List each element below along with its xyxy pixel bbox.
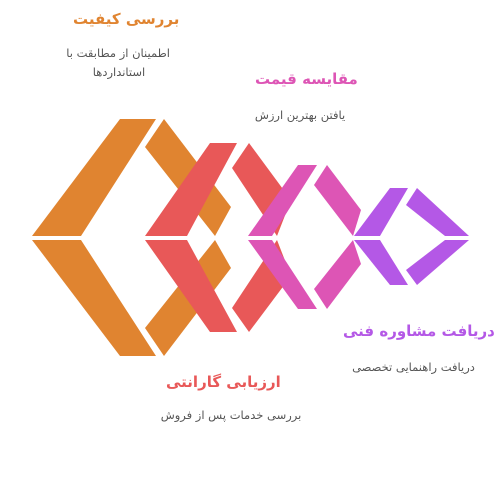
step-warranty-title: ارزیابی گارانتی — [166, 373, 281, 391]
shape-purple-arm-tr — [406, 188, 469, 236]
step-consult-desc: دریافت راهنمایی تخصصی — [346, 358, 481, 377]
step-quality-desc-line: اطمینان از مطابقت با — [66, 46, 170, 60]
shape-orange-arm-bl — [32, 240, 156, 356]
shape-purple — [354, 188, 469, 285]
shape-pink-arm-br — [314, 240, 361, 309]
shape-red-arm-tl — [145, 143, 237, 236]
step-quality-desc-line: استانداردها — [92, 65, 146, 79]
shape-purple-arm-br — [406, 240, 469, 285]
step-price-desc-line: یافتن بهترین ارزش — [254, 108, 346, 122]
shape-pink — [248, 165, 361, 309]
step-price-title: مقایسه قیمت — [255, 70, 358, 88]
step-quality-desc: اطمینان از مطابقت با استانداردها — [66, 44, 170, 82]
step-warranty-desc-line: بررسی خدمات پس از فروش — [160, 408, 302, 422]
shape-pink-arm-tr — [314, 165, 361, 236]
step-quality-title: بررسی کیفیت — [73, 10, 180, 28]
step-price-desc: یافتن بهترین ارزش — [250, 106, 350, 125]
shape-orange — [32, 119, 231, 356]
shape-red — [145, 143, 291, 332]
shape-pink-arm-bl — [248, 240, 317, 309]
step-consult-title: دریافت مشاوره فنی — [343, 322, 495, 340]
shape-orange-arm-tl — [32, 119, 156, 236]
shape-pink-arm-tl — [248, 165, 317, 236]
step-consult-desc-line: دریافت راهنمایی تخصصی — [352, 360, 475, 374]
shape-red-arm-bl — [145, 240, 237, 332]
step-warranty-desc: بررسی خدمات پس از فروش — [157, 406, 305, 425]
shape-purple-arm-tl — [354, 188, 408, 236]
shape-purple-arm-bl — [354, 240, 408, 285]
